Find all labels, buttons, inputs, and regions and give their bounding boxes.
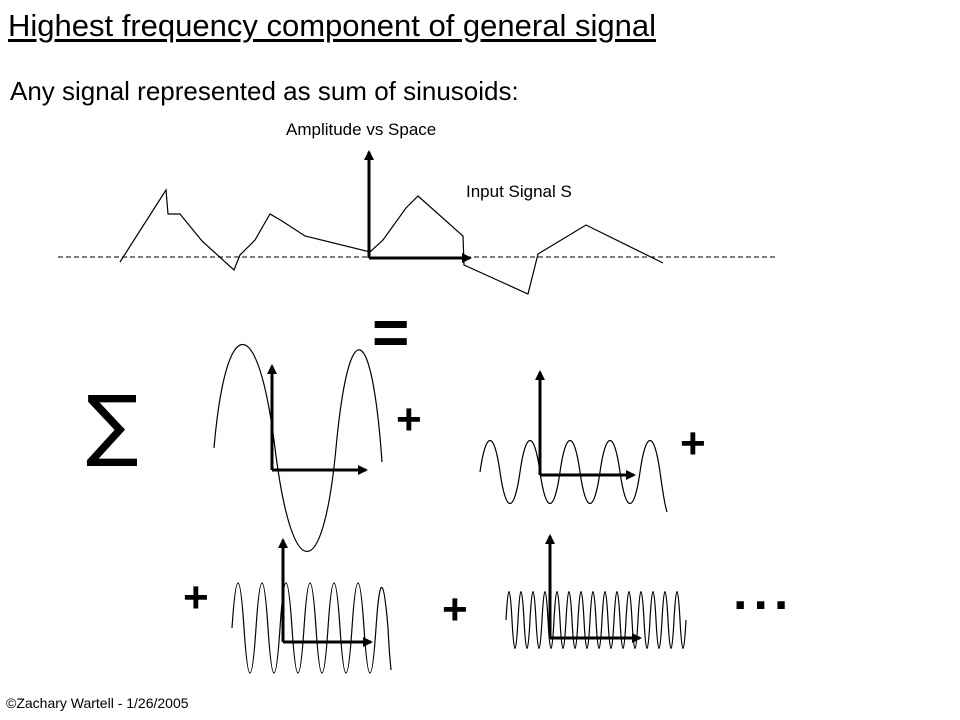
page-title: Highest frequency component of general s… xyxy=(8,8,656,43)
ellipsis: ... xyxy=(733,563,795,621)
axes-wave-4 xyxy=(545,534,642,643)
axes-wave-2 xyxy=(535,370,636,480)
plus-sign: + xyxy=(680,419,706,468)
axes-wave-1 xyxy=(267,364,368,475)
sine-wave-1 xyxy=(213,343,383,553)
input-signal-curve xyxy=(119,188,664,295)
axes-wave-3 xyxy=(278,538,373,647)
sine-wave-2 xyxy=(479,439,668,513)
sine-wave-4 xyxy=(505,591,687,649)
axes-main xyxy=(364,150,472,263)
equals-sign: = xyxy=(372,296,410,368)
subtitle: Any signal represented as sum of sinusoi… xyxy=(10,76,519,106)
plus-sign: + xyxy=(183,573,209,622)
sigma-symbol: ∑ xyxy=(86,380,139,470)
footer-copyright: ©Zachary Wartell - 1/26/2005 xyxy=(6,695,189,711)
plus-sign: + xyxy=(442,585,468,634)
sine-wave-3 xyxy=(231,582,392,674)
plus-sign: + xyxy=(396,395,422,444)
amplitude-vs-space-label: Amplitude vs Space xyxy=(286,120,437,139)
input-signal-label: Input Signal S xyxy=(466,182,572,201)
